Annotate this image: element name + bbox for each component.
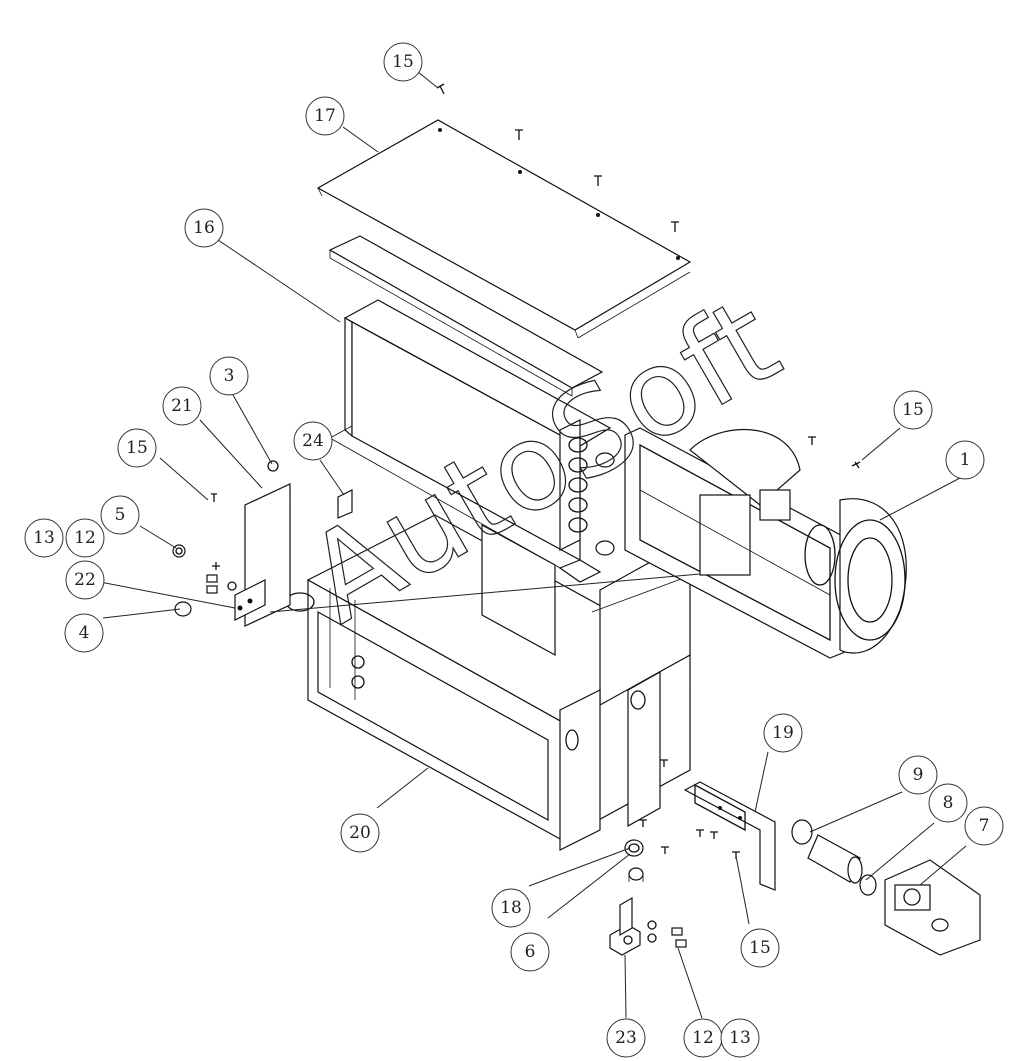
svg-text:18: 18	[500, 898, 522, 918]
callout-12-left: 12	[65, 518, 105, 558]
callout-9: 9	[898, 755, 938, 795]
main-casing	[285, 514, 701, 851]
bracket-23	[609, 896, 641, 956]
callout-13-bottom: 13	[720, 1018, 760, 1058]
svg-text:8: 8	[943, 793, 954, 813]
callout-24: 24	[293, 421, 333, 461]
callout-13-left: 13	[24, 518, 64, 558]
svg-text:23: 23	[615, 1028, 637, 1048]
top-screws	[436, 83, 679, 232]
drain-pump-7	[884, 859, 981, 956]
insulation-strip	[328, 235, 604, 397]
callout-15-blower: 15	[893, 390, 933, 430]
callout-23: 23	[606, 1018, 646, 1058]
bracket-24	[337, 489, 353, 519]
svg-text:13: 13	[729, 1028, 751, 1048]
svg-text:4: 4	[79, 623, 90, 643]
svg-text:3: 3	[224, 366, 235, 386]
washers	[647, 920, 687, 948]
bracket-19	[683, 781, 776, 891]
callout-4: 4	[64, 613, 104, 653]
callout-15-top: 15	[383, 42, 423, 82]
svg-text:5: 5	[115, 505, 126, 525]
coil-assembly	[329, 299, 615, 583]
svg-text:15: 15	[126, 438, 148, 458]
plug-6	[628, 867, 644, 882]
svg-text:16: 16	[193, 218, 215, 238]
blower-assembly	[624, 427, 907, 659]
svg-text:12: 12	[74, 528, 96, 548]
callout-8: 8	[928, 783, 968, 823]
callout-5: 5	[100, 495, 140, 535]
callout-18: 18	[491, 888, 531, 928]
hose-9	[807, 834, 863, 884]
svg-text:9: 9	[913, 765, 924, 785]
svg-text:7: 7	[979, 816, 990, 836]
svg-text:15: 15	[902, 400, 924, 420]
callout-3: 3	[209, 356, 249, 396]
callout-21: 21	[162, 386, 202, 426]
callout-6: 6	[510, 932, 550, 972]
svg-text:22: 22	[74, 570, 96, 590]
callout-12-bottom: 12	[683, 1018, 723, 1058]
blower-screws	[808, 436, 861, 469]
svg-text:20: 20	[349, 823, 371, 843]
callout-16: 16	[184, 208, 224, 248]
svg-text:15: 15	[749, 938, 771, 958]
top-cover-panel	[316, 119, 692, 339]
coil-tube-bends	[568, 437, 588, 533]
callout-22: 22	[65, 560, 105, 600]
svg-text:15: 15	[392, 52, 414, 72]
svg-text:13: 13	[33, 528, 55, 548]
callout-1: 1	[945, 440, 985, 480]
hose-clamp	[791, 819, 813, 845]
svg-text:6: 6	[525, 942, 536, 962]
svg-text:17: 17	[314, 106, 336, 126]
grommet-18	[624, 839, 644, 857]
callout-20: 20	[340, 813, 380, 853]
svg-text:24: 24	[302, 431, 324, 451]
callout-7: 7	[964, 806, 1004, 846]
clamp-8	[859, 874, 877, 896]
svg-text:21: 21	[171, 396, 193, 416]
svg-text:1: 1	[960, 450, 971, 470]
callout-15-left: 15	[117, 428, 157, 468]
side-panel	[234, 483, 291, 627]
svg-text:12: 12	[692, 1028, 714, 1048]
callout-15-bottom: 15	[740, 928, 780, 968]
right-screws	[639, 759, 740, 859]
callout-17: 17	[305, 96, 345, 136]
left-fasteners	[172, 460, 279, 617]
svg-text:19: 19	[772, 723, 794, 743]
leader-lines	[99, 71, 967, 1019]
callout-19: 19	[763, 713, 803, 753]
